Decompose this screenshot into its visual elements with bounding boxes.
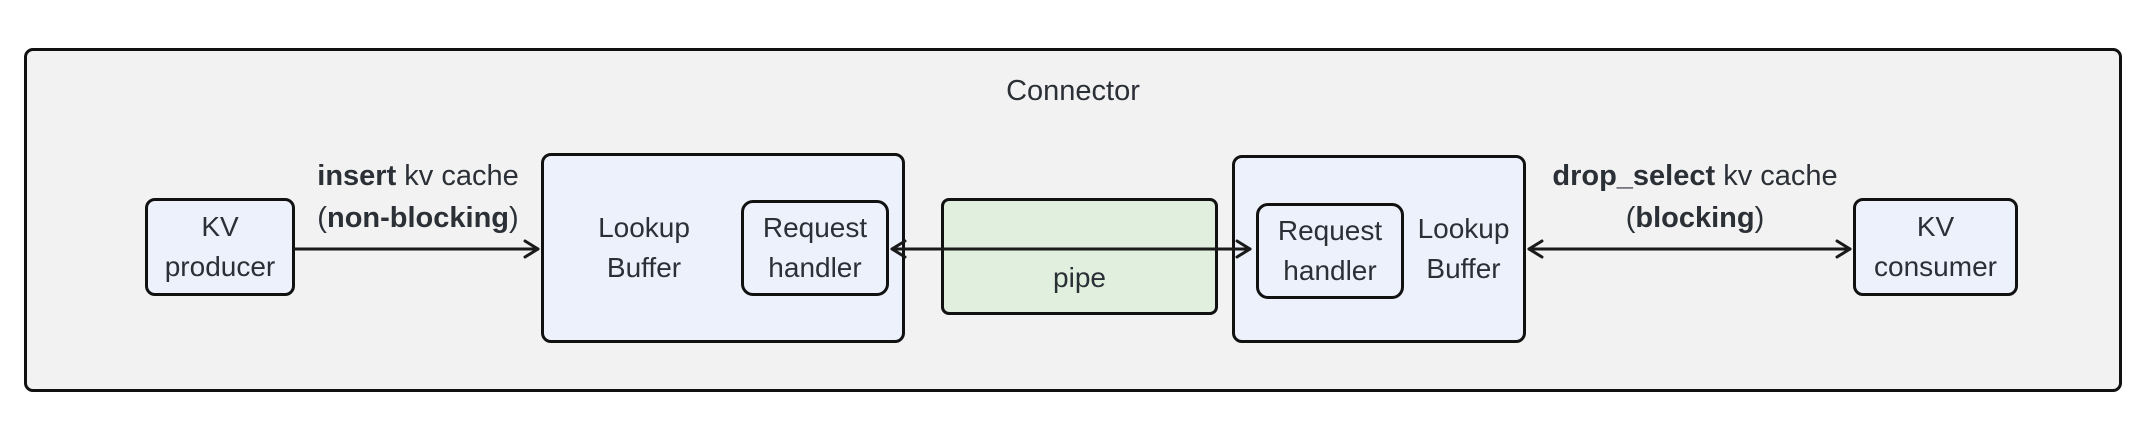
pipe-bidirectional-arrow: [890, 239, 1252, 259]
pipe-node: pipe: [941, 198, 1218, 315]
insert-close-paren: ): [509, 202, 519, 234]
lookup-buffer-right-label: Lookup Buffer: [1404, 158, 1523, 340]
kv-consumer-label-line1: KV: [1916, 211, 1955, 242]
kv-consumer-label-line2: consumer: [1874, 251, 1997, 282]
lookup-buffer-right-node: Request handler Lookup Buffer: [1232, 155, 1526, 343]
drop-select-edge-label-line2: (blocking): [1552, 197, 1837, 239]
drop-select-edge-label-line1: drop_select kv cache: [1552, 155, 1837, 197]
kv-producer-label-line1: KV: [201, 211, 239, 242]
request-handler-left-line1: Request: [762, 212, 868, 243]
insert-open-paren: (: [317, 202, 327, 234]
insert-object: kv cache: [396, 160, 519, 192]
lookup-buffer-right-line2: Buffer: [1426, 253, 1501, 284]
insert-arrow: [293, 239, 540, 259]
insert-edge-label-line2: (non-blocking): [317, 197, 518, 239]
insert-mode: non-blocking: [326, 202, 510, 234]
drop-select-verb: drop_select: [1552, 160, 1716, 192]
drop-select-mode: blocking: [1635, 202, 1755, 234]
kv-producer-node: KV producer: [145, 198, 295, 296]
drop-select-edge-label: drop_select kv cache (blocking): [1552, 155, 1837, 239]
request-handler-left-line2: handler: [768, 252, 862, 283]
drop-select-object: kv cache: [1715, 160, 1838, 192]
connector-title: Connector: [1006, 75, 1140, 107]
lookup-buffer-left-label: Lookup Buffer: [544, 156, 744, 340]
request-handler-left-node: Request handler: [741, 200, 889, 296]
lookup-buffer-right-line1: Lookup: [1417, 213, 1510, 244]
insert-edge-label: insert kv cache (non-blocking): [317, 155, 518, 239]
pipe-label: pipe: [1053, 262, 1106, 293]
insert-edge-label-line1: insert kv cache: [317, 155, 518, 197]
request-handler-right-node: Request handler: [1256, 203, 1404, 299]
lookup-buffer-left-line2: Buffer: [606, 252, 682, 283]
lookup-buffer-left-node: Lookup Buffer Request handler: [541, 153, 905, 343]
drop-select-close-paren: ): [1754, 202, 1765, 234]
request-handler-right-line2: handler: [1283, 255, 1377, 286]
drop-select-open-paren: (: [1625, 202, 1636, 234]
insert-verb: insert: [317, 160, 397, 192]
lookup-buffer-left-line1: Lookup: [598, 212, 690, 243]
request-handler-right-line1: Request: [1277, 215, 1383, 246]
drop-select-arrow: [1527, 239, 1852, 259]
connector-container: Connector KV producer Lookup Buffer Requ…: [24, 48, 2122, 392]
kv-producer-label-line2: producer: [164, 251, 276, 282]
kv-consumer-node: KV consumer: [1853, 198, 2018, 296]
